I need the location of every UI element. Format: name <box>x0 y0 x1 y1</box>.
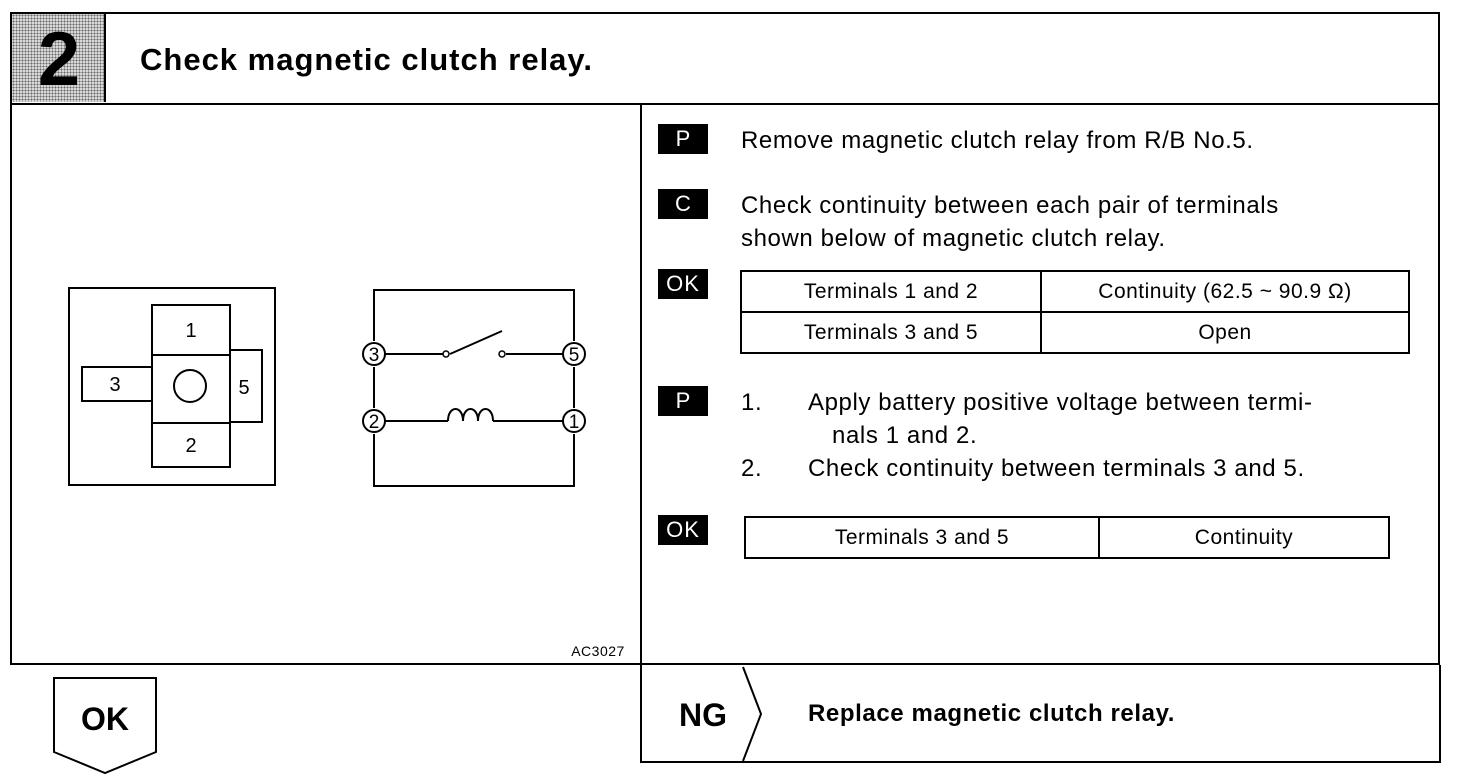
table-row: Terminals 3 and 5 Continuity <box>744 516 1390 559</box>
step-1-line1: Apply battery positive voltage between t… <box>808 389 1313 416</box>
energized-continuity-table: Terminals 3 and 5 Continuity <box>744 516 1390 559</box>
step-title: Check magnetic clutch relay. <box>140 42 593 77</box>
ok-badge-2: OK <box>658 515 708 545</box>
instruction-check-continuity-line1: Check continuity between each pair of te… <box>741 192 1279 219</box>
circuit-terminal-3: 3 <box>369 345 380 366</box>
result-cell: Continuity <box>1098 516 1390 559</box>
relay-circuit-schematic <box>373 289 575 487</box>
circuit-terminal-1: 1 <box>569 412 580 433</box>
step-2-number: 2. <box>741 455 763 482</box>
step-1-line2: nals 1 and 2. <box>832 422 978 449</box>
terminals-cell: Terminals 3 and 5 <box>744 516 1100 559</box>
result-cell: Continuity (62.5 ~ 90.9 Ω) <box>1040 270 1410 313</box>
header-divider <box>10 103 1440 105</box>
relay-diagram: 1 2 3 5 3 5 2 1 AC3027 <box>68 287 625 659</box>
ng-chevron: NG <box>679 666 763 762</box>
continuity-spec-table: Terminals 1 and 2 Continuity (62.5 ~ 90.… <box>740 270 1410 354</box>
instruction-check-continuity-line2: shown below of magnetic clutch relay. <box>741 225 1166 252</box>
connector-terminal-5: 5 <box>238 377 249 399</box>
column-divider <box>640 103 642 763</box>
ng-label: NG <box>679 697 727 733</box>
circuit-terminal-5: 5 <box>569 345 580 366</box>
ng-result-box <box>641 665 1441 763</box>
instruction-remove-relay: Remove magnetic clutch relay from R/B No… <box>741 127 1254 154</box>
step-number: 2 <box>37 17 80 102</box>
result-cell: Open <box>1040 311 1410 354</box>
terminals-cell: Terminals 3 and 5 <box>740 311 1042 354</box>
step-1-number: 1. <box>741 389 763 416</box>
table-row: Terminals 3 and 5 Open <box>740 311 1410 354</box>
step-number-box: 2 <box>12 14 106 102</box>
circuit-terminal-2: 2 <box>369 412 380 433</box>
ok-arrow: OK <box>53 677 157 775</box>
p-badge-1: P <box>658 124 708 154</box>
relay-connector-view <box>68 287 276 486</box>
table-row: Terminals 1 and 2 Continuity (62.5 ~ 90.… <box>740 270 1410 313</box>
connector-terminal-3: 3 <box>109 374 120 396</box>
terminals-cell: Terminals 1 and 2 <box>740 270 1042 313</box>
c-badge: C <box>658 189 708 219</box>
connector-terminal-2: 2 <box>185 435 196 457</box>
ok-arrow-label: OK <box>81 701 129 737</box>
diagram-code: AC3027 <box>571 643 625 659</box>
ng-action-text: Replace magnetic clutch relay. <box>808 700 1176 727</box>
procedure-frame <box>10 12 1440 665</box>
connector-terminal-1: 1 <box>185 320 196 342</box>
step-2-line1: Check continuity between terminals 3 and… <box>808 455 1305 482</box>
ok-badge-1: OK <box>658 269 708 299</box>
p-badge-2: P <box>658 386 708 416</box>
